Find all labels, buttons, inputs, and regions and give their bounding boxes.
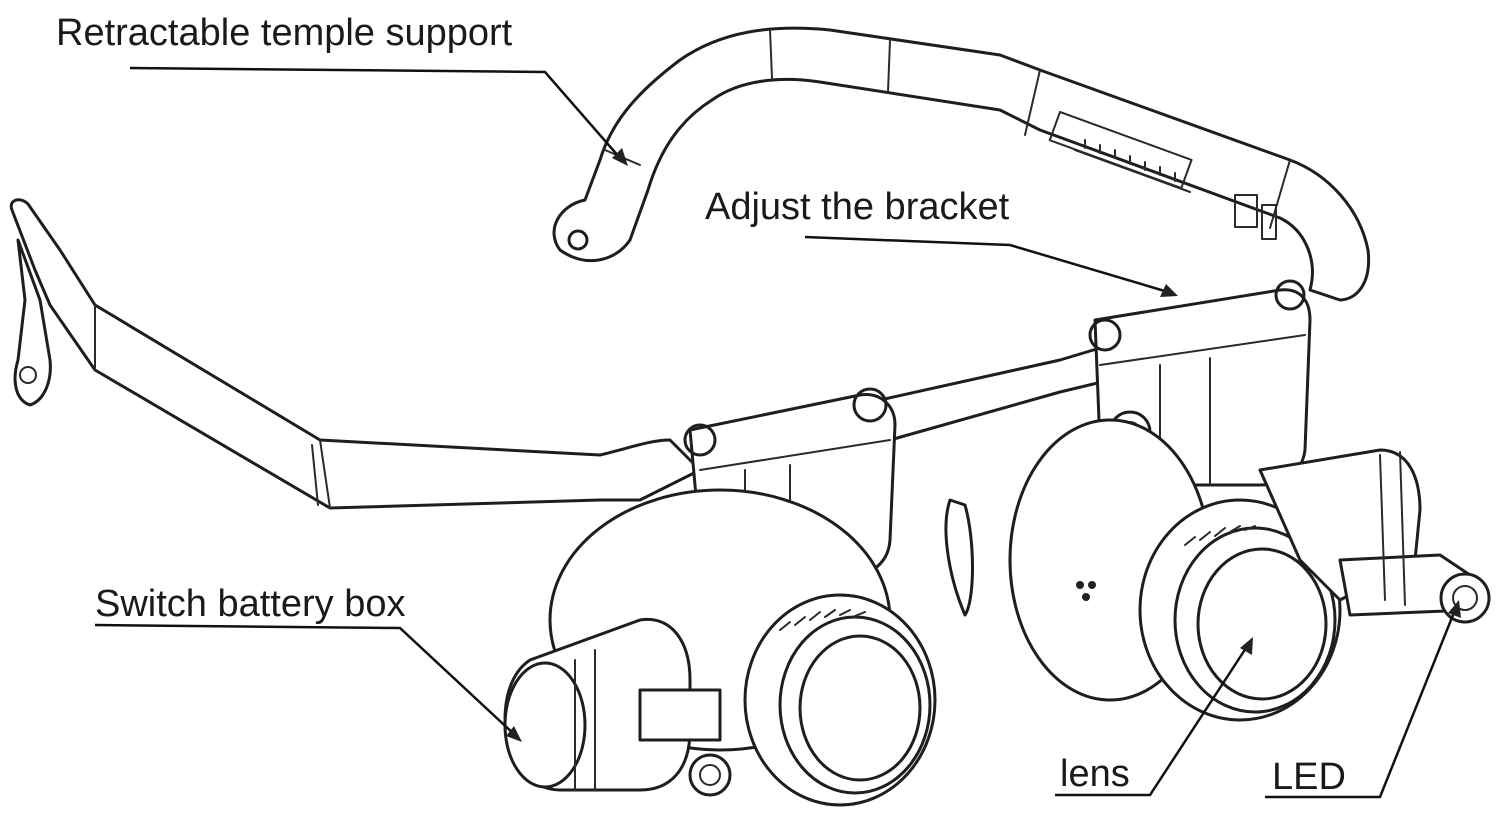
rear-temple-arm — [552, 26, 1371, 302]
leader-battery-box — [94, 623, 516, 736]
callout-leaders — [94, 66, 1461, 799]
label-temple-support: Retractable temple support — [56, 12, 513, 54]
front-frame — [9, 198, 1112, 510]
leader-led — [1265, 609, 1457, 799]
label-led: LED — [1272, 756, 1346, 798]
label-lens: lens — [1060, 753, 1130, 795]
right-lens-assembly — [1008, 418, 1342, 722]
label-battery-box: Switch battery box — [95, 583, 406, 625]
battery-box-left — [503, 617, 732, 797]
leader-temple-support — [129, 66, 621, 159]
leader-lens — [1055, 644, 1250, 797]
label-adjust-bracket: Adjust the bracket — [705, 186, 1010, 228]
leader-adjust-bracket — [804, 235, 1169, 294]
